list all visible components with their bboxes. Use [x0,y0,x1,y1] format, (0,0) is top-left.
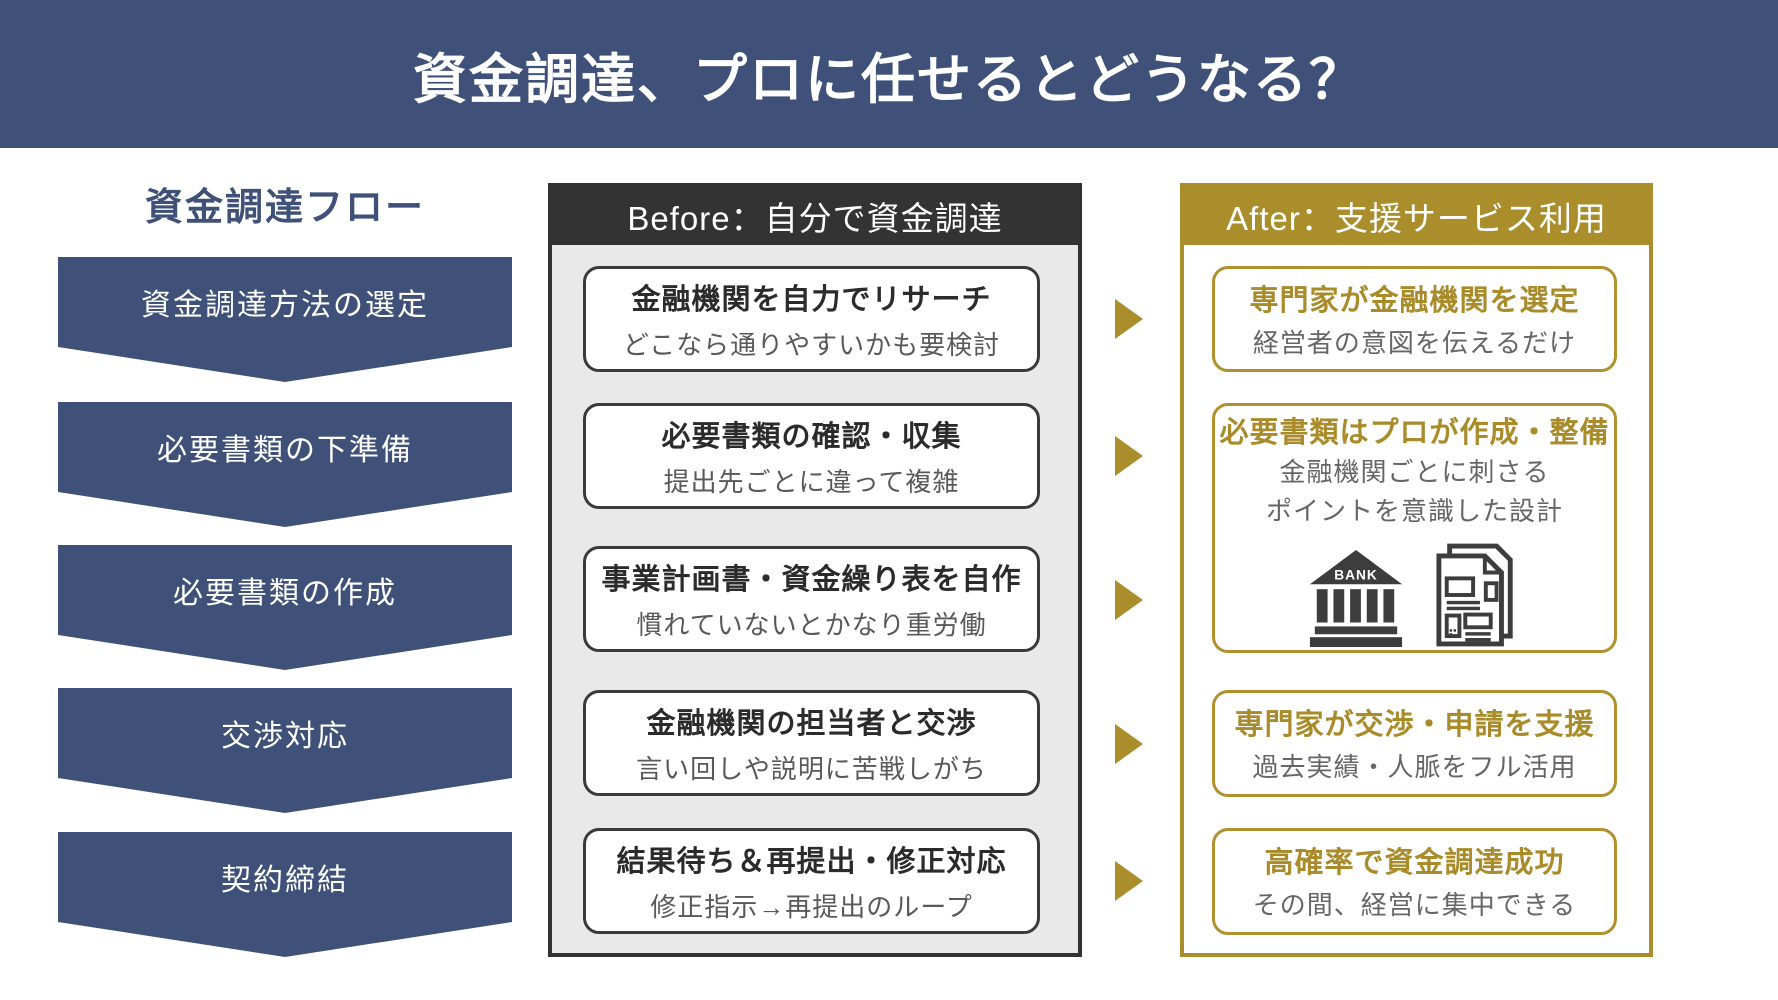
after-card-4: 高確率で資金調達成功 その間、経営に集中できる [1212,828,1617,935]
arrow-right-icon [1115,861,1143,901]
before-panel: Before：自分で資金調達 金融機関を自力でリサーチ どこなら通りやすいかも要… [548,183,1082,957]
page-header-banner: 資金調達、プロに任せるとどうなる？ [0,0,1778,148]
flow-step-5: 契約締結 [58,832,512,957]
before-card-2: 必要書類の確認・収集 提出先ごとに違って複雑 [583,403,1040,509]
bank-icon: BANK [1309,550,1402,648]
before-card-subtitle: 慣れていないとかなり重労働 [636,610,987,640]
flow-step-label: 資金調達方法の選定 [141,289,429,322]
after-card-icons: BANK [1308,543,1522,648]
flow-column-title: 資金調達フロー [144,186,425,229]
after-card-subtitle: 過去実績・人脈をフル活用 [1252,752,1577,783]
arrow-right-icon [1115,580,1143,620]
before-card-title: 事業計画書・資金繰り表を自作 [601,564,1022,596]
before-card-3: 事業計画書・資金繰り表を自作 慣れていないとかなり重労働 [583,546,1040,652]
before-card-title: 金融機関を自力でリサーチ [631,284,992,316]
before-card-title: 金融機関の担当者と交渉 [646,708,977,740]
after-card-title: 専門家が金融機関を選定 [1249,284,1580,317]
flow-step-3: 必要書類の作成 [58,545,512,670]
flow-step-label: 必要書類の下準備 [157,434,413,467]
after-card-subtitle-line1: 金融機関ごとに刺さる [1279,456,1550,487]
after-card-title: 必要書類はプロが作成・整備 [1219,416,1610,449]
after-panel: After：支援サービス利用 専門家が金融機関を選定 経営者の意図を伝えるだけ … [1180,183,1653,957]
after-card-title: 専門家が交渉・申請を支援 [1234,709,1595,742]
before-card-1: 金融機関を自力でリサーチ どこなら通りやすいかも要検討 [583,266,1040,372]
bank-icon-label: BANK [1334,567,1378,582]
before-card-5: 結果待ち＆再提出・修正対応 修正指示→再提出のループ [583,828,1040,934]
flow-step-4: 交渉対応 [58,688,512,813]
after-card-subtitle-line2: ポイントを意識した設計 [1265,496,1563,526]
before-card-subtitle: 修正指示→再提出のループ [650,892,973,922]
after-card-2: 必要書類はプロが作成・整備 金融機関ごとに刺さる ポイントを意識した設計 BAN… [1212,403,1617,653]
flow-step-2: 必要書類の下準備 [58,402,512,527]
before-card-subtitle: 提出先ごとに違って複雑 [663,467,960,497]
flow-step-1: 資金調達方法の選定 [58,257,512,382]
after-card-3: 専門家が交渉・申請を支援 過去実績・人脈をフル活用 [1212,690,1617,797]
after-card-subtitle: その間、経営に集中できる [1252,890,1577,921]
before-card-subtitle: 言い回しや説明に苦戦しがち [636,754,987,784]
after-card-1: 専門家が金融機関を選定 経営者の意図を伝えるだけ [1212,266,1617,372]
before-card-title: 必要書類の確認・収集 [661,421,962,453]
documents-icon [1435,543,1513,647]
arrow-right-icon [1115,724,1143,764]
after-panel-header: After：支援サービス利用 [1184,187,1649,245]
before-card-subtitle: どこなら通りやすいかも要検討 [622,330,1001,360]
arrow-right-icon [1115,299,1143,339]
flow-step-label: 必要書類の作成 [173,577,397,610]
before-panel-header: Before：自分で資金調達 [552,187,1078,245]
flow-step-label: 交渉対応 [221,720,349,753]
flow-step-label: 契約締結 [221,864,349,897]
before-card-title: 結果待ち＆再提出・修正対応 [616,846,1007,878]
after-card-subtitle: 経営者の意図を伝えるだけ [1252,327,1577,358]
page-title: 資金調達、プロに任せるとどうなる？ [413,49,1365,110]
after-card-title: 高確率で資金調達成功 [1264,847,1565,880]
before-card-4: 金融機関の担当者と交渉 言い回しや説明に苦戦しがち [583,690,1040,796]
arrow-right-icon [1115,436,1143,476]
